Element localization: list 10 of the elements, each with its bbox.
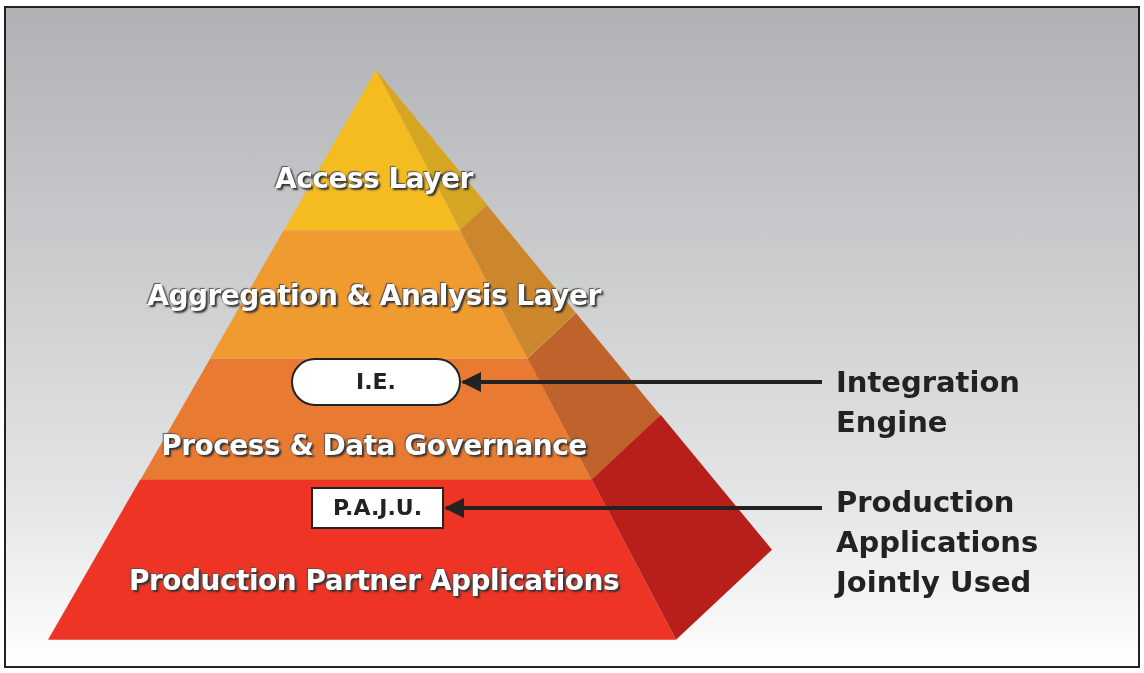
arrow bbox=[461, 372, 822, 392]
arrow bbox=[444, 498, 822, 518]
layer-label: Process & Data Governance bbox=[161, 429, 587, 462]
label-tag: P.A.J.U. bbox=[311, 487, 444, 529]
label-tag: I.E. bbox=[291, 358, 461, 406]
pyramid-layer bbox=[140, 312, 661, 480]
callout-text: Production Applications Jointly Used bbox=[836, 482, 1096, 602]
callout-text: Integration Engine bbox=[836, 362, 1096, 442]
pyramid-layer bbox=[48, 415, 772, 640]
layer-label: Production Partner Applications bbox=[128, 564, 620, 597]
